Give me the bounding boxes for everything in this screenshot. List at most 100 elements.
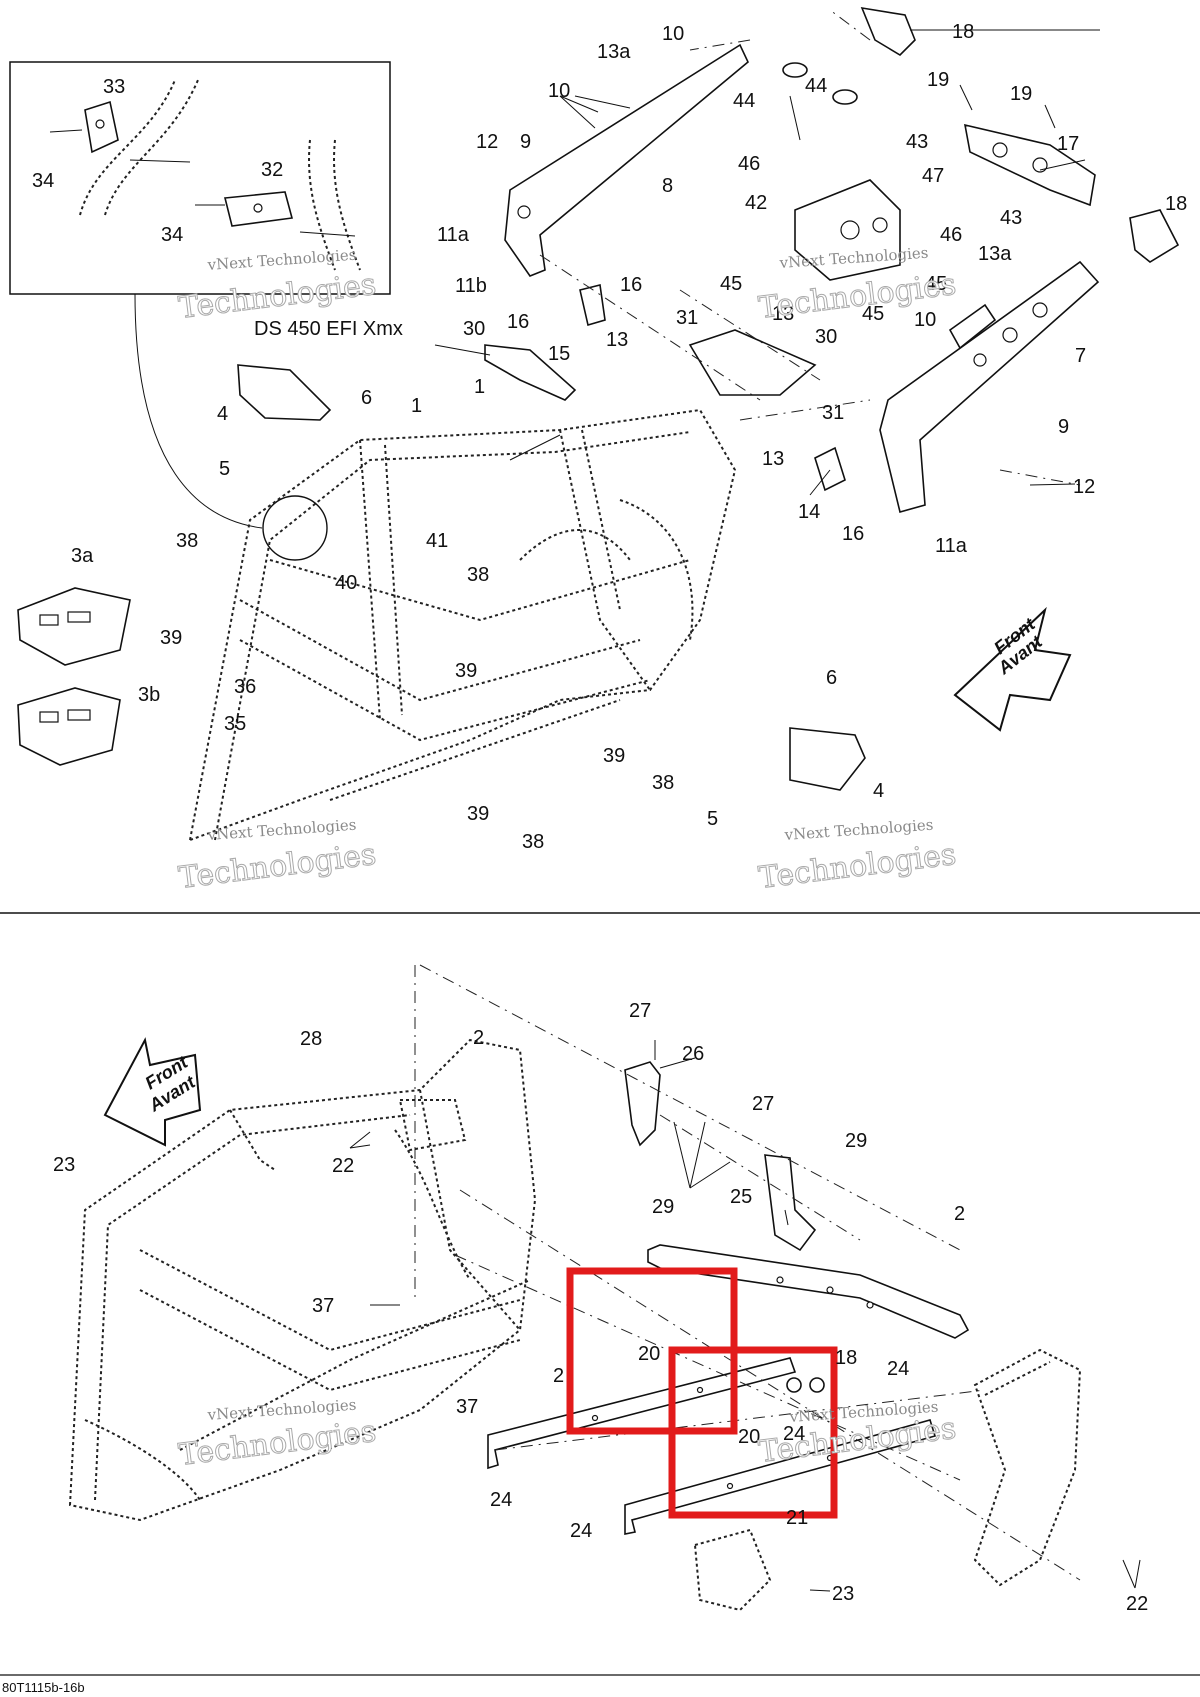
nut-24 [786, 1377, 802, 1393]
callout: 45 [925, 273, 947, 295]
callout: 12 [1073, 476, 1095, 498]
construction-lines-top [539, 9, 1081, 486]
callout: 26 [682, 1043, 704, 1065]
svg-text:Technologies: Technologies [177, 837, 378, 896]
callout: 40 [335, 572, 357, 594]
callout: 11a [437, 224, 470, 246]
callout: 16 [620, 274, 642, 296]
callout: 15 [548, 343, 570, 365]
callout: 35 [224, 713, 246, 735]
callout: 13 [772, 303, 794, 325]
callout: 13a [597, 41, 631, 63]
callout: 16 [842, 523, 864, 545]
rail-7 [879, 260, 1100, 513]
svg-text:Technologies: Technologies [177, 1414, 378, 1473]
callout: 29 [845, 1130, 867, 1152]
callout: 47 [922, 165, 944, 187]
guard-3b [17, 687, 121, 766]
callout: 24 [490, 1489, 512, 1511]
bracket-30-left [484, 344, 577, 401]
rail-8 [504, 43, 749, 277]
callout: 7 [1075, 345, 1086, 367]
callout: 31 [676, 307, 698, 329]
callout: 10 [914, 309, 936, 331]
rail-21-lower [624, 1419, 937, 1535]
callout: 4 [217, 403, 228, 425]
callout: 36 [234, 676, 256, 698]
callout: 39 [603, 745, 625, 767]
cap-44b [832, 89, 858, 105]
callout: 37 [312, 1295, 334, 1317]
callout: 43 [1000, 207, 1022, 229]
front-arrow-bottom: Front Avant [103, 1037, 202, 1147]
callout: 2 [473, 1027, 484, 1049]
callout: 34 [161, 224, 183, 246]
callout: 33 [103, 76, 125, 98]
callout: 1 [474, 376, 485, 398]
callout: 8 [662, 175, 673, 197]
callout-labels-bottom: 27 26 28 2 27 29 22 23 25 29 2 37 18 20 … [53, 1000, 1148, 1615]
svg-text:vNext Technologies: vNext Technologies [783, 816, 934, 844]
callout: 18 [835, 1347, 857, 1369]
callout: 25 [730, 1186, 752, 1208]
footrest-4-left [237, 364, 332, 421]
callout: 3b [138, 684, 160, 706]
callout: 22 [1126, 1593, 1148, 1615]
callout: 20 [638, 1343, 660, 1365]
callout: 24 [570, 1520, 592, 1542]
bracket-30-right [688, 329, 817, 396]
callout: 41 [426, 530, 448, 552]
callout: 12 [476, 131, 498, 153]
main-frame-top [188, 408, 737, 842]
bracket-15 [579, 284, 606, 327]
callout: 30 [463, 318, 485, 340]
inset-frame-tubes [79, 79, 361, 271]
callout: 27 [629, 1000, 651, 1022]
model-note: DS 450 EFI Xmx [254, 318, 403, 340]
rail-20-upper [487, 1357, 797, 1470]
callout: 21 [786, 1507, 808, 1529]
callout: 39 [160, 627, 182, 649]
callout: 13a [978, 243, 1012, 265]
front-arrow-top: Front Avant [953, 606, 1072, 732]
callout-leaders-bottom [349, 1040, 1141, 1592]
callout: 9 [1058, 416, 1069, 438]
callout: 29 [652, 1196, 674, 1218]
callout: 44 [733, 90, 755, 112]
callout: 28 [300, 1028, 322, 1050]
callout: 1 [411, 395, 422, 417]
callout: 43 [906, 131, 928, 153]
callout: 13 [606, 329, 628, 351]
callout: 24 [783, 1423, 805, 1445]
callout: 14 [798, 501, 820, 523]
callout: 32 [261, 159, 283, 181]
callout: 46 [738, 153, 760, 175]
clamp-18-right [1129, 209, 1180, 263]
callout: 42 [745, 192, 767, 214]
inset-brackets [49, 100, 356, 237]
bottom-panel: Front Avant 27 26 28 2 [53, 964, 1148, 1615]
callout: 38 [467, 564, 489, 586]
callout: 22 [332, 1155, 354, 1177]
callout: 44 [805, 75, 827, 97]
callout: 11a [935, 535, 968, 557]
top-panel: Front Avant 10 13a 18 44 44 19 19 [9, 6, 1187, 896]
footrest-4-right [789, 727, 866, 791]
callout: 2 [553, 1365, 564, 1387]
callout: 38 [652, 772, 674, 794]
callout: 19 [1010, 83, 1032, 105]
callout: 18 [1165, 193, 1187, 215]
bracket-26 [624, 1061, 661, 1147]
callout: 24 [887, 1358, 909, 1380]
callout: 34 [32, 170, 54, 192]
callout: 6 [361, 387, 372, 409]
callout: 45 [862, 303, 884, 325]
svg-text:Technologies: Technologies [757, 837, 958, 896]
guard-3a [17, 587, 131, 666]
callout: 5 [219, 458, 230, 480]
nut-24 [809, 1377, 825, 1393]
callout-labels-top: 10 13a 18 44 44 19 19 10 17 12 9 8 46 43… [32, 21, 1187, 853]
callout: 5 [707, 808, 718, 830]
callout: 45 [720, 273, 742, 295]
